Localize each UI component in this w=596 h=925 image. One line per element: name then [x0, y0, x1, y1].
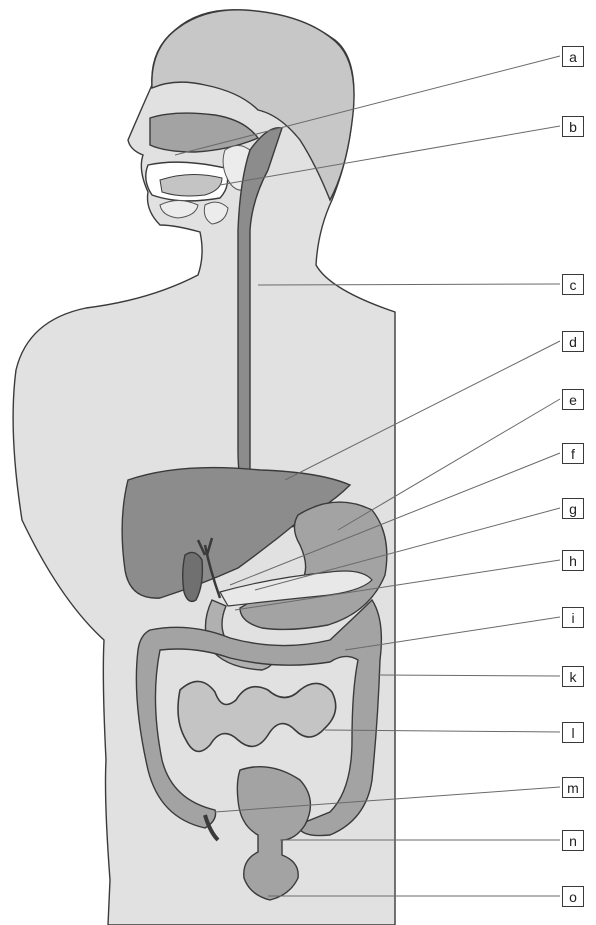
label-m: m: [562, 777, 584, 798]
label-i: i: [562, 607, 584, 628]
label-o: o: [562, 886, 584, 907]
label-k: k: [562, 666, 584, 687]
label-f: f: [562, 443, 584, 464]
label-c: c: [562, 274, 584, 295]
label-a: a: [562, 46, 584, 67]
label-n: n: [562, 830, 584, 851]
leader-k: [378, 675, 560, 676]
label-g: g: [562, 498, 584, 519]
label-b: b: [562, 116, 584, 137]
label-d: d: [562, 331, 584, 352]
label-h: h: [562, 550, 584, 571]
label-l: l: [562, 722, 584, 743]
label-e: e: [562, 389, 584, 410]
